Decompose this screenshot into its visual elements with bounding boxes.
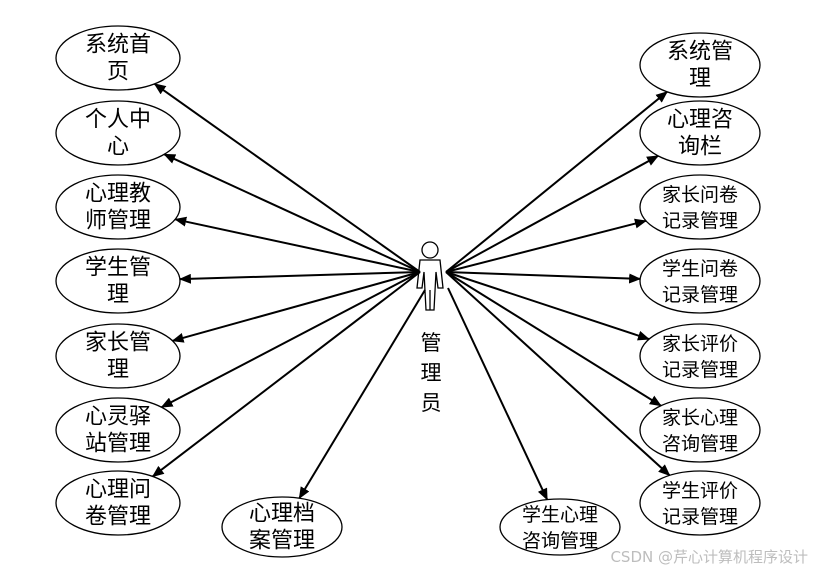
left-use-case-label: 学生管	[85, 256, 151, 281]
right-use-case-label: 家长心理	[662, 407, 738, 429]
actor-icon	[416, 241, 444, 311]
actor-label-line-3: 员	[421, 391, 442, 415]
bottom-use-case-label: 学生心理	[522, 504, 598, 526]
left-arrow-2	[163, 153, 421, 273]
left-use-case-label: 页	[107, 60, 129, 85]
left-use-case-ellipse-6	[55, 397, 181, 463]
left-use-case-label: 系统首	[85, 33, 151, 58]
right-use-case-ellipse-6	[639, 397, 761, 463]
right-arrow-1	[445, 91, 668, 273]
left-use-case-ellipse-1	[55, 25, 181, 91]
left-use-case-label: 站管理	[85, 432, 151, 457]
left-use-case-ellipse-3	[55, 174, 181, 240]
right-use-case-ellipse-4	[639, 248, 761, 314]
right-arrow-4	[445, 271, 642, 284]
right-use-case-label: 学生问卷	[662, 258, 738, 280]
right-use-case-label: 心理咨	[667, 108, 733, 133]
right-use-case-label: 家长问卷	[662, 184, 738, 206]
actor-label-line-1: 管	[421, 331, 442, 355]
right-use-case-label: 询栏	[678, 135, 722, 160]
actor-administrator: 管 理 员	[416, 241, 444, 415]
right-use-case-label: 学生评价	[662, 480, 738, 502]
right-use-case-label: 记录管理	[662, 284, 738, 306]
actor-label-line-2: 理	[421, 361, 442, 385]
left-use-case-label: 家长管	[85, 331, 151, 356]
left-arrow-6	[160, 271, 421, 409]
left-use-case-ellipse-2	[55, 100, 181, 166]
bottom-arrow-1	[298, 289, 426, 500]
watermark: CSDN @芹心计算机程序设计	[610, 548, 808, 566]
left-arrow-7	[151, 271, 421, 478]
right-use-case-label: 记录管理	[662, 506, 738, 528]
left-use-case-label: 心灵驿	[85, 405, 151, 430]
connectors	[151, 83, 671, 501]
bottom-use-case-label: 心理档	[249, 502, 315, 527]
use-cases: 系统首页个人中心心理教师管理学生管理家长管理心灵驿站管理心理问卷管理系统管理心理…	[55, 25, 761, 558]
right-use-case-ellipse-1	[639, 32, 761, 98]
left-use-case-label: 心理问	[85, 478, 151, 503]
bottom-use-case-ellipse-1	[221, 496, 343, 558]
right-use-case-label: 记录管理	[662, 359, 738, 381]
left-use-case-ellipse-5	[55, 323, 181, 389]
left-use-case-ellipse-4	[55, 248, 181, 314]
right-use-case-label: 咨询管理	[662, 433, 738, 455]
bottom-arrow-2	[447, 287, 549, 501]
left-use-case-label: 理	[107, 358, 129, 383]
right-use-case-ellipse-3	[639, 174, 761, 240]
left-use-case-label: 理	[107, 283, 129, 308]
right-arrow-2	[445, 155, 660, 273]
right-use-case-label: 家长评价	[662, 333, 738, 355]
left-use-case-label: 师管理	[85, 209, 151, 234]
right-use-case-label: 理	[689, 67, 711, 92]
left-arrow-1	[153, 83, 421, 273]
bottom-use-case-ellipse-2	[499, 498, 621, 556]
bottom-use-case-label: 案管理	[249, 529, 315, 554]
right-use-case-ellipse-2	[639, 100, 761, 166]
left-arrow-3	[174, 216, 421, 273]
left-arrow-5	[171, 271, 421, 343]
right-use-case-ellipse-7	[639, 470, 761, 536]
right-arrow-6	[445, 271, 662, 407]
bottom-use-case-label: 咨询管理	[522, 530, 598, 552]
right-use-case-ellipse-5	[639, 323, 761, 389]
left-use-case-label: 心	[107, 135, 129, 160]
right-use-case-label: 系统管	[667, 40, 733, 65]
right-use-case-label: 记录管理	[662, 210, 738, 232]
left-use-case-label: 卷管理	[85, 505, 151, 530]
left-use-case-ellipse-7	[55, 470, 181, 536]
right-arrow-3	[445, 218, 647, 273]
right-arrow-7	[445, 271, 671, 477]
right-arrow-5	[445, 271, 650, 341]
left-use-case-label: 个人中	[85, 108, 151, 133]
left-use-case-label: 心理教	[85, 182, 151, 207]
left-arrow-4	[178, 271, 421, 284]
